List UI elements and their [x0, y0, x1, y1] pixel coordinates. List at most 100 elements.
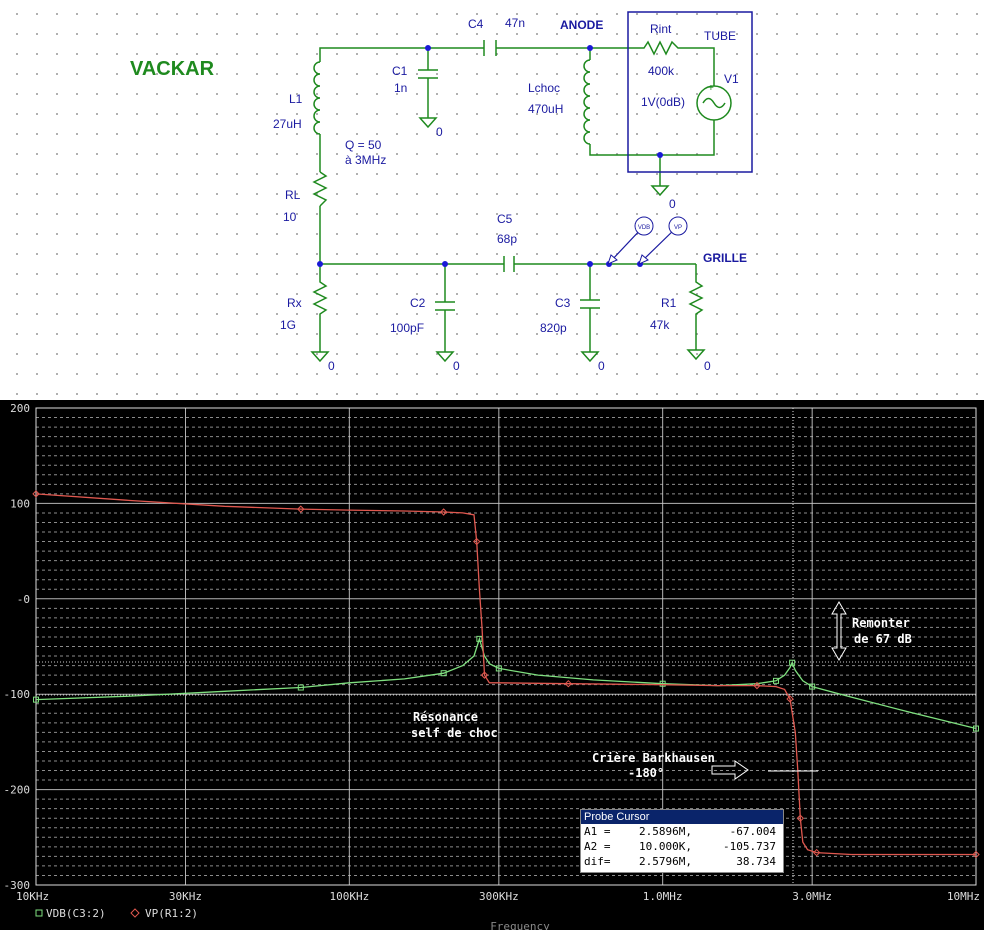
v1-value: 1V(0dB)	[641, 95, 685, 109]
y-tick-label: 200	[10, 402, 30, 415]
x-tick-label: 3.0MHz	[792, 890, 832, 903]
probe-row-dif: dif=2.5796M,38.734	[584, 855, 776, 868]
vdb-point	[495, 665, 502, 672]
vp-probe-label: VP	[674, 225, 682, 231]
chart-legend: VDB(C3:2)VP(R1:2)	[35, 907, 198, 920]
vp-point	[786, 695, 794, 703]
x-tick-label: 10MHz	[947, 890, 980, 903]
c2-name: C2	[410, 296, 426, 310]
vdb-point	[476, 635, 483, 642]
vp-probe-marker: VP	[638, 216, 688, 265]
rx-value: 1G	[280, 318, 296, 332]
rl-value: 10	[283, 210, 297, 224]
rint-name: Rint	[650, 22, 672, 36]
chart-grid	[35, 407, 977, 886]
x-tick-label: 300KHz	[479, 890, 519, 903]
vdb-point	[973, 725, 979, 732]
q-note-line2: à 3MHz	[345, 153, 386, 167]
vp-point	[32, 490, 40, 498]
ground-label-c2: 0	[453, 359, 460, 373]
resonance-line1: Résonance	[413, 710, 478, 724]
schematic-labels: VACKAR C4 47n ANODE Rint TUBE 400k V1 1V…	[130, 16, 747, 373]
vdb-point	[809, 683, 816, 690]
barkhausen-line2: -180°	[628, 766, 664, 780]
ground-symbols	[310, 117, 706, 363]
grille-label: GRILLE	[703, 251, 747, 265]
remonter-line2: de 67 dB	[854, 632, 912, 646]
node-dots	[317, 45, 663, 267]
vdb-probe-label: VDB	[638, 225, 650, 231]
schematic-title: VACKAR	[130, 58, 215, 80]
tube-box	[627, 11, 753, 173]
r1-value: 47k	[650, 318, 670, 332]
vdb-point	[659, 680, 666, 687]
y-axis-ticks: 200 100 -0 -100 -200 -300	[4, 402, 31, 892]
c1-name: C1	[392, 64, 408, 78]
v1-source-icon: +	[696, 83, 732, 121]
y-tick-label: 100	[10, 497, 30, 510]
barkhausen-line1: Crière Barkhausen	[592, 751, 715, 765]
remonter-arrow-icon	[831, 601, 847, 661]
vp-point	[564, 679, 573, 688]
vdb-point	[33, 696, 39, 703]
ground-label-c1: 0	[436, 125, 443, 139]
lchoc-name: Lchoc	[528, 81, 560, 95]
rl-name: RL	[285, 188, 301, 202]
ground-label-c3: 0	[598, 359, 605, 373]
v1-name: V1	[724, 72, 739, 86]
vp-point	[812, 848, 821, 857]
c3-value: 820p	[540, 321, 567, 335]
lchoc-value: 470uH	[528, 102, 563, 116]
ground-label-rx: 0	[328, 359, 335, 373]
rint-value: 400k	[648, 64, 675, 78]
c5-value: 68p	[497, 232, 517, 246]
probe-cursor-window[interactable]: Probe Cursor A1 =2.5896M,-67.004 A2 =10.…	[580, 809, 784, 873]
y-tick-label: -0	[17, 593, 30, 606]
vdb-point	[440, 670, 447, 677]
vdb-point	[773, 677, 780, 684]
series-line-vp	[35, 493, 976, 856]
barkhausen-arrow-icon	[711, 760, 818, 780]
vdb-point	[297, 684, 304, 691]
schematic-diagram: + VDB VP	[130, 11, 753, 373]
probe-cursor-title: Probe Cursor	[581, 810, 783, 824]
probe-row-a1: A1 =2.5896M,-67.004	[584, 825, 776, 838]
plot-frame	[35, 407, 977, 886]
resonance-line2: self de choc	[411, 726, 498, 740]
legend-vdb-marker	[35, 909, 43, 917]
ground-label-tube: 0	[669, 197, 676, 211]
c4-value: 47n	[505, 16, 525, 30]
x-axis-label: Frequency	[490, 920, 550, 930]
q-note-line1: Q = 50	[345, 138, 382, 152]
schematic-wires	[312, 40, 715, 352]
svg-text:+: +	[708, 83, 714, 94]
vp-point	[473, 537, 481, 546]
vdb-probe-marker: VDB	[607, 216, 654, 265]
series-line-vdb	[35, 636, 977, 730]
c4-name: C4	[468, 17, 484, 31]
y-tick-label: -300	[4, 879, 31, 892]
schematic-panel: + VDB VP	[0, 0, 984, 400]
anode-label: ANODE	[560, 18, 603, 32]
probe-row-a2: A2 =10.000K,-105.737	[584, 840, 776, 853]
remonter-line1: Remonter	[852, 616, 910, 630]
y-tick-label: -200	[4, 784, 31, 797]
x-tick-label: 10KHz	[16, 890, 49, 903]
vp-point	[480, 671, 489, 679]
x-tick-label: 100KHz	[329, 890, 369, 903]
vdb-point	[789, 659, 796, 666]
vp-point	[796, 814, 805, 822]
r1-name: R1	[661, 296, 677, 310]
x-tick-label: 1.0MHz	[643, 890, 683, 903]
rx-name: Rx	[287, 296, 302, 310]
c2-value: 100pF	[390, 321, 424, 335]
legend-vp-marker	[130, 908, 140, 918]
c1-value: 1n	[394, 81, 407, 95]
l1-value: 27uH	[273, 117, 302, 131]
c3-name: C3	[555, 296, 571, 310]
chart-series	[32, 490, 980, 859]
legend-vp-label: VP(R1:2)	[145, 907, 198, 920]
y-tick-label: -100	[4, 688, 31, 701]
